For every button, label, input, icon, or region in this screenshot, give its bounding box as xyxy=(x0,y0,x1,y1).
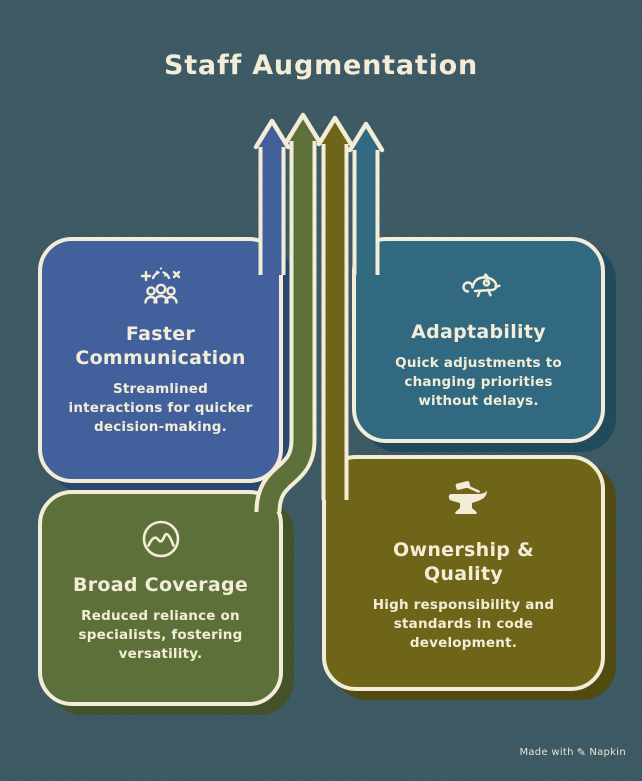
card-faster-communication: Faster Communication Streamlined interac… xyxy=(38,237,283,483)
card-title: Adaptability xyxy=(411,321,546,343)
card-ownership-quality: Ownership & Quality High responsibility … xyxy=(322,455,605,691)
napkin-pen-icon: ✎ xyxy=(576,746,587,759)
card-title: Ownership & Quality xyxy=(393,539,534,585)
card-body: Reduced reliance on specialists, fosteri… xyxy=(78,607,243,663)
card-broad-coverage: Broad Coverage Reduced reliance on speci… xyxy=(38,490,283,706)
card-adaptability: Adaptability Quick adjustments to changi… xyxy=(352,237,605,443)
page-title: Staff Augmentation xyxy=(163,50,479,81)
chameleon-icon xyxy=(455,261,503,313)
card-body: High responsibility and standards in cod… xyxy=(372,596,555,651)
watermark-prefix: Made with xyxy=(519,747,574,758)
card-title: Faster Communication xyxy=(75,323,246,369)
card-title: Broad Coverage xyxy=(72,574,249,596)
card-body: Streamlined interactions for quicker dec… xyxy=(68,380,253,435)
watermark-brand: Napkin xyxy=(589,747,626,758)
mountain-icon xyxy=(137,514,185,566)
people-celebration-icon xyxy=(137,263,185,315)
anvil-icon xyxy=(440,479,488,531)
card-body: Quick adjustments to changing priorities… xyxy=(395,354,562,410)
napkin-watermark: Made with ✎ Napkin xyxy=(519,746,626,759)
